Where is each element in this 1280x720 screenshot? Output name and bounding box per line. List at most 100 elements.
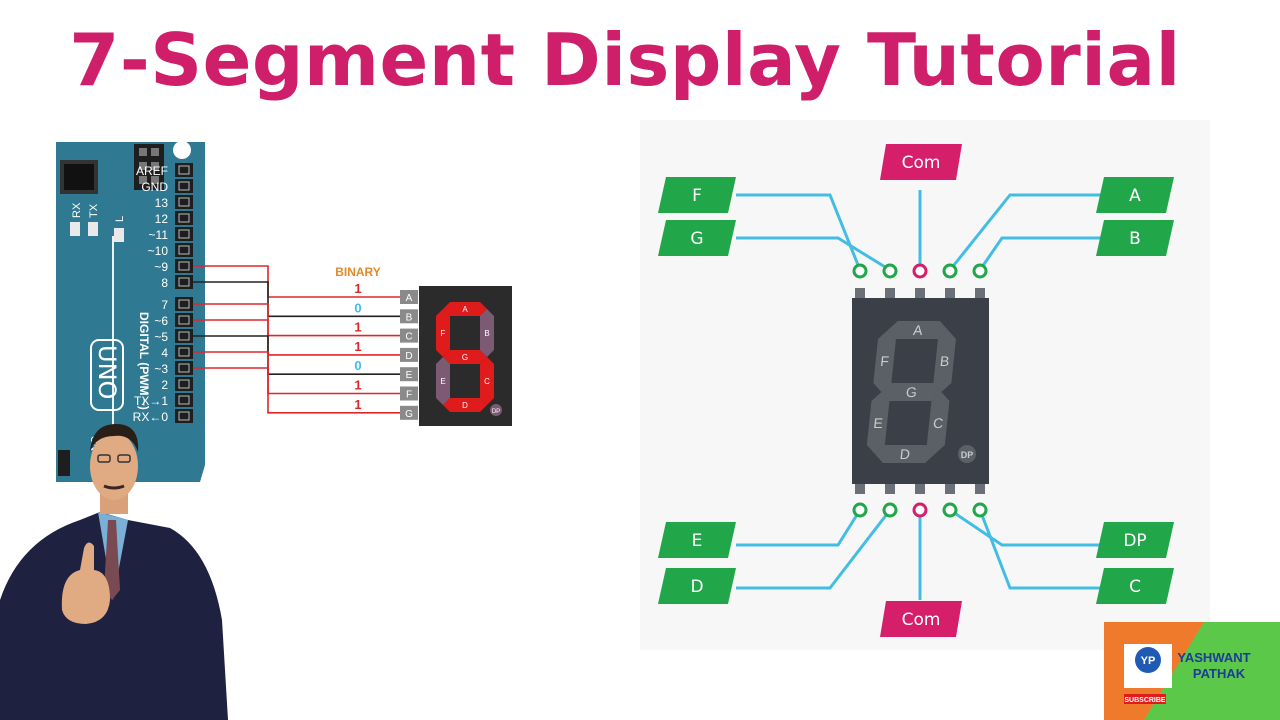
tx-led-icon [88, 222, 98, 236]
segment-pin [400, 309, 418, 324]
segment-d [874, 445, 935, 463]
segment-pin-label: G [405, 409, 413, 420]
segment-label-f: F [880, 353, 890, 369]
pin-label-box [658, 522, 736, 558]
pin-ring-top [942, 263, 958, 279]
pin-socket[interactable] [175, 297, 193, 311]
binary-bit: 1 [354, 339, 361, 354]
pin-socket[interactable] [175, 243, 193, 257]
com-label-box [880, 601, 962, 637]
pinout-wire [736, 509, 862, 547]
pin-socket[interactable] [175, 259, 193, 273]
pin-label-box [1096, 522, 1174, 558]
pin-label: 2 [161, 378, 168, 392]
segment-f [436, 309, 450, 357]
pin-socket[interactable] [175, 195, 193, 209]
pinout-wire [736, 236, 891, 272]
segment-label-c: C [932, 415, 944, 431]
l-label: L [114, 216, 126, 222]
segment-g [443, 350, 487, 364]
l-led-icon [114, 228, 124, 242]
pin-socket[interactable] [175, 227, 193, 241]
segment-pin-label: F [406, 390, 412, 401]
segment-label-f: F [441, 329, 446, 338]
pin-socket[interactable] [175, 393, 193, 407]
pin-label: GND [141, 180, 168, 194]
mount-hole-icon [173, 141, 191, 159]
pin-label: TX→1 [134, 394, 168, 408]
segment-label-c: C [484, 377, 490, 386]
pin-label-text: C [1129, 577, 1141, 597]
segment-pin [400, 290, 418, 304]
pin-ring-top [912, 263, 928, 279]
pin-label: ~9 [154, 260, 168, 274]
pin-label-text: A [1129, 186, 1141, 206]
pin-ring-top [972, 263, 988, 279]
pin-socket[interactable] [175, 409, 193, 423]
binary-header: BINARY [335, 265, 381, 279]
segment-label-e: E [873, 415, 884, 431]
segment-pin-label: B [406, 312, 413, 323]
pin-ring-bottom [882, 502, 898, 518]
segment-a [887, 321, 948, 339]
segment-label-a: A [462, 305, 468, 314]
pin-label: 13 [155, 196, 169, 210]
pin-label-text: G [690, 229, 703, 249]
segment-label-e: E [440, 377, 445, 386]
pinout-pin-rings [852, 263, 988, 518]
segment-label-a: A [912, 322, 924, 338]
segment-b [480, 309, 494, 357]
segment-label-g: G [462, 353, 468, 362]
binary-bit: 1 [354, 320, 361, 335]
pin-ring-bottom [852, 502, 868, 518]
large-dp-label: DP [961, 450, 974, 460]
pin-socket[interactable] [175, 211, 193, 225]
pin-label-box [658, 568, 736, 604]
channel-name-line1: YASHWANT [1177, 650, 1250, 665]
segment-a [443, 302, 487, 316]
channel-name-line2: PATHAK [1193, 666, 1246, 681]
rx-label: RX [71, 202, 83, 218]
pin-label-text: D [690, 577, 703, 597]
pin-ring-top [882, 263, 898, 279]
wires [193, 265, 400, 414]
pin-socket[interactable] [175, 345, 193, 359]
small-dp-dot [490, 404, 502, 416]
pin-label-box [1096, 568, 1174, 604]
segment-b [933, 330, 956, 392]
pin-label: 8 [161, 276, 168, 290]
digital-pwm-label: DIGITAL (PWM ~) [137, 312, 151, 410]
pin-label-text: DP [1123, 531, 1146, 551]
segment-pin [400, 367, 418, 382]
pin-socket[interactable] [175, 275, 193, 289]
segment-pin-label: E [406, 370, 413, 381]
pinout-wire [736, 509, 892, 590]
pin-ring-bottom [942, 502, 958, 518]
pin-socket[interactable] [175, 329, 193, 343]
wire [193, 319, 400, 356]
pin-label: ~5 [154, 330, 168, 344]
segment-pin [400, 347, 418, 362]
segment-pin-label: D [405, 351, 412, 362]
segment-label-d: D [462, 401, 468, 410]
pin-socket[interactable] [175, 179, 193, 193]
subscribe-button[interactable] [1124, 694, 1166, 704]
segment-e [866, 392, 890, 454]
pin-socket[interactable] [175, 163, 193, 177]
uno-label: UNO [93, 345, 121, 399]
pinout-wire [978, 236, 1104, 271]
segment-g [881, 383, 942, 401]
com-label-box [880, 144, 962, 180]
pin-socket[interactable] [175, 313, 193, 327]
pin-label: 12 [155, 212, 169, 226]
pin-label-box [658, 220, 736, 256]
pin-label: 4 [161, 346, 168, 360]
page-title: 7-Segment Display Tutorial [69, 18, 1181, 102]
pin-socket[interactable] [175, 361, 193, 375]
pin-socket[interactable] [175, 377, 193, 391]
segment-d [443, 398, 487, 412]
segment-pin-label: C [405, 332, 412, 343]
